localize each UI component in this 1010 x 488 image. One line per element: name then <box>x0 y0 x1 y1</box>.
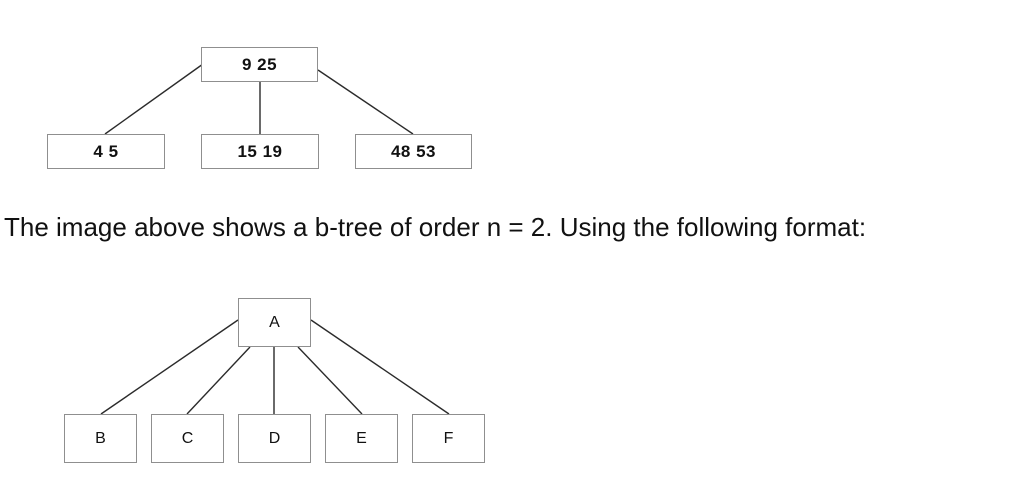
btree-child-keys-left: 4 5 <box>93 141 119 161</box>
format-child-label-f: F <box>443 429 454 447</box>
format-root-node: A <box>238 298 311 347</box>
format-child-label-d: D <box>268 429 281 447</box>
btree-child-node-right: 48 53 <box>355 134 472 169</box>
format-edge-b <box>100 319 239 415</box>
format-child-node-d: D <box>238 414 311 463</box>
btree-edges <box>104 63 414 135</box>
format-child-node-b: B <box>64 414 137 463</box>
format-child-label-c: C <box>181 429 194 447</box>
format-child-label-b: B <box>95 429 106 447</box>
format-child-label-e: E <box>356 429 367 447</box>
btree-edge-right <box>317 69 414 135</box>
format-edge-e <box>297 346 363 415</box>
btree-child-keys-right: 48 53 <box>390 141 437 161</box>
format-edge-f <box>310 319 450 415</box>
btree-root-node: 9 25 <box>201 47 318 82</box>
format-child-node-e: E <box>325 414 398 463</box>
btree-edge-left <box>104 63 204 135</box>
btree-child-node-left: 4 5 <box>47 134 165 169</box>
question-text: The image above shows a b-tree of order … <box>4 212 867 242</box>
format-edge-c <box>186 346 251 415</box>
btree-child-keys-middle: 15 19 <box>237 141 283 161</box>
format-child-node-f: F <box>412 414 485 463</box>
format-child-node-c: C <box>151 414 224 463</box>
btree-root-keys: 9 25 <box>241 54 278 74</box>
format-root-label: A <box>269 313 280 331</box>
btree-child-node-middle: 15 19 <box>201 134 319 169</box>
